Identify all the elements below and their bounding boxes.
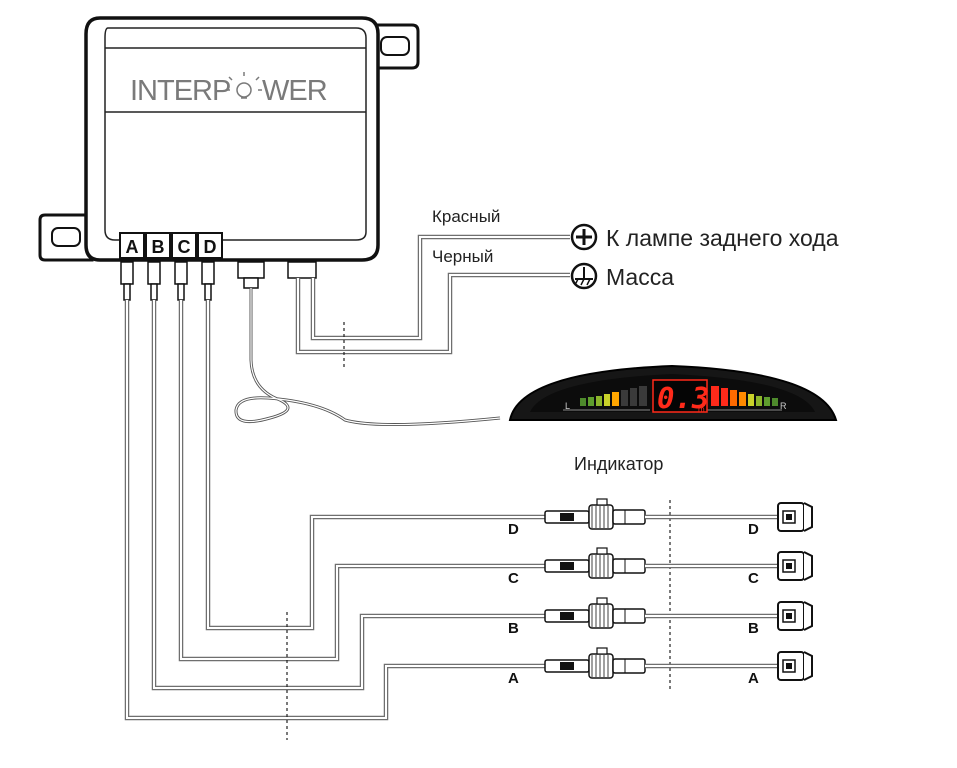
display-connector-neck [243,277,259,289]
display-cable [234,288,501,427]
ground-target-label: Масса [606,264,674,290]
left-bar-2 [588,397,594,406]
port-box-d [197,232,223,259]
plus-icon [570,223,598,251]
brand-left: INTERP [130,75,230,107]
right-bar-4 [739,392,746,406]
right-bar-6 [756,396,762,406]
right-bar-5 [748,394,754,406]
plug-female-d [612,509,646,525]
sensor-wires [124,300,545,721]
black-wire [295,272,570,355]
port-box-c [171,232,197,259]
sensor-label-right-b: B [748,620,759,637]
brand-right: WER [262,75,327,107]
plug-nut-a [588,653,614,679]
right-bar-7 [764,397,770,406]
plug-female-c [612,558,646,574]
port-label-c: C [178,237,191,257]
red-wire-label: Красный [432,207,500,226]
indicator-display: L R 0.3 m [508,364,838,421]
connector-d [201,261,215,285]
indicator-right-mark: R [780,401,787,411]
power-connector [287,261,317,279]
black-wire-label: Черный [432,247,493,266]
sensor-label-right-a: A [748,670,759,687]
distance-value: 0.3 [657,381,709,415]
sensor-label-right-d: D [748,521,759,538]
connector-a [120,261,134,285]
left-bar-4 [604,394,610,406]
distance-unit: m [698,405,705,414]
port-box-b [145,232,171,259]
control-unit-panel [104,27,367,241]
sensor-label-right-c: C [748,570,759,587]
right-bar-1 [711,386,719,406]
distance-window [652,379,708,413]
connector-c [174,261,188,285]
plug-nut-d [588,504,614,530]
indicator-left-mark: L [565,401,570,411]
sensor-label-left-a: A [508,670,519,687]
right-bar-8 [772,398,778,406]
plug-nut-b [588,603,614,629]
left-bar-6 [621,390,628,406]
connector-d-neck [204,283,212,301]
connector-b-neck [150,283,158,301]
sensor-label-left-b: B [508,620,519,637]
connector-a-neck [123,283,131,301]
indicator-caption: Индикатор [574,454,663,474]
control-unit: INTERP WER [38,16,420,262]
left-bar-7 [630,388,637,406]
ground-icon [570,262,598,290]
power-wires [295,234,570,355]
connector-b [147,261,161,285]
port-connectors [120,261,317,301]
plug-female-b [612,608,646,624]
bulb-icon [226,72,262,99]
wire-d [205,300,545,631]
sensor-label-left-c: C [508,570,519,587]
plug-nut-c [588,553,614,579]
port-box-a [119,232,145,259]
left-bar-8 [639,386,647,406]
left-bar-5 [612,392,619,406]
plus-target-label: К лампе заднего хода [606,225,839,251]
left-bar-3 [596,396,602,406]
sensor-label-left-d: D [508,521,519,538]
right-mount-hole [380,36,410,56]
left-bar-1 [580,398,586,406]
plug-female-a [612,658,646,674]
port-labels: A B C D [119,232,223,259]
connector-c-neck [177,283,185,301]
display-connector [237,261,265,279]
right-bar-2 [721,388,728,406]
port-label-a: A [126,237,139,257]
port-label-d: D [204,237,217,257]
port-label-b: B [152,237,165,257]
left-mount-hole [51,227,81,247]
right-bar-3 [730,390,737,406]
